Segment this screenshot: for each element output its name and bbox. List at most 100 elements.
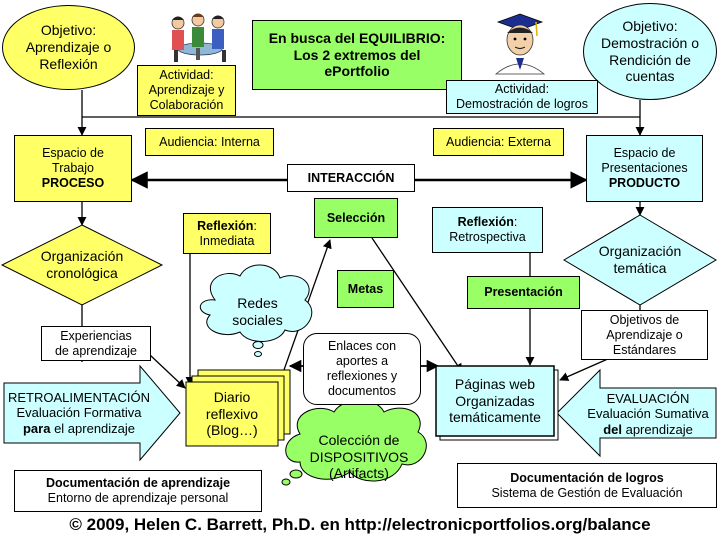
web-pages-line2: Organizadas: [455, 392, 535, 409]
experiences-line2: de aprendizaje: [54, 343, 137, 358]
left-objective-line2: Aprendizaje o: [25, 39, 112, 56]
reflection-immediate-suffix: :: [253, 218, 257, 233]
standards-to-web-pages-arrow: [559, 357, 611, 381]
feedback-line1: RETROALIMENTACIÓN: [7, 389, 151, 405]
journal-page-front: [185, 381, 279, 447]
journal-line2: reflexivo: [205, 405, 259, 422]
collection-line2: DISPOSITIVOS: [309, 448, 409, 465]
title-box: En busca del EQUILIBRIO: Los 2 extremos …: [252, 20, 462, 90]
right-objective-ellipse: Objetivo: Demostración o Rendición de cu…: [583, 3, 717, 100]
feedback-line3-rest: el aprendizaje: [50, 420, 136, 436]
copyright-footer: © 2009, Helen C. Barrett, Ph.D. en http:…: [69, 515, 651, 534]
selection-box: Selección: [314, 198, 398, 238]
right-objective-line3: Rendición de: [609, 51, 691, 68]
links-line1: Enlaces con: [327, 339, 397, 353]
reflection-retro-line1: Reflexión:: [458, 215, 518, 230]
collection-line3: (Artifacts): [329, 465, 389, 482]
feedback-line2: Evaluación Formativa: [16, 405, 142, 421]
standards-line1: Objetivos de: [609, 312, 680, 327]
evaluation-line3-bold: del: [603, 421, 622, 437]
web-pages-front-box: [435, 365, 555, 437]
chrono-org-line1: Organización: [40, 248, 124, 265]
doc-achievements-box: Documentación de logros Sistema de Gesti…: [457, 463, 717, 508]
left-activity-line3: Colaboración: [149, 98, 224, 112]
links-box: Enlaces con aportes a reflexiones y docu…: [303, 333, 421, 405]
doc-achievements-line1: Documentación de logros: [510, 470, 664, 485]
evaluation-line2: Evaluación Sumativa: [587, 406, 709, 422]
reflection-immediate-line2: Inmediata: [199, 233, 255, 248]
reflection-retro-box: Reflexión: Retrospectiva: [432, 207, 543, 253]
doc-learning-line1: Documentación de aprendizaje: [45, 476, 231, 490]
audience-external-label: Audiencia: Externa: [446, 134, 551, 149]
selection-to-web-pages-arrow: [371, 237, 463, 373]
evaluation-label: EVALUACIÓN Evaluación Sumativa del apren…: [578, 386, 718, 442]
graduate-clipart: [494, 13, 546, 75]
standards-line3: Estándares: [612, 342, 677, 357]
left-objective-line3: Reflexión: [39, 55, 98, 72]
standards-line2: Aprendizaje o: [606, 327, 683, 342]
social-networks-line2: sociales: [232, 312, 283, 328]
thematic-org-label: Organización temática: [564, 215, 716, 305]
web-pages-line3: temáticamente: [449, 409, 541, 426]
social-networks-cloud: [200, 264, 313, 357]
evaluation-line1: EVALUACIÓN: [606, 390, 690, 406]
audience-internal-box: Audiencia: Interna: [145, 128, 274, 156]
goals-box: Metas: [337, 270, 394, 308]
feedback-block-arrow: [3, 364, 181, 462]
links-line3: reflexiones y: [326, 369, 398, 383]
left-objective-ellipse: Objetivo: Aprendizaje o Reflexión: [2, 5, 135, 90]
left-activity-line2: Aprendizaje y: [148, 83, 225, 97]
web-pages-label: Páginas web Organizadas temáticamente: [436, 366, 554, 436]
chrono-org-diamond: [0, 224, 164, 306]
reflection-retro-bold: Reflexión: [457, 215, 514, 229]
evaluation-block-arrow: [556, 368, 717, 458]
title-line1: En busca del EQUILIBRIO:: [268, 29, 446, 46]
experiences-line1: Experiencias: [60, 328, 132, 343]
title-line2: Los 2 extremos del: [293, 46, 421, 63]
links-line2: aportes a: [335, 354, 389, 368]
web-pages-line1: Páginas web: [454, 375, 536, 392]
thematic-org-line1: Organización: [598, 243, 682, 260]
journal-label: Diario reflexivo (Blog…): [186, 382, 278, 446]
interaction-box: INTERACCIÓN: [287, 164, 415, 192]
reflection-retro-suffix: :: [513, 215, 518, 229]
social-networks-line1: Redes: [237, 295, 278, 312]
reflection-immediate-bold: Reflexión: [197, 218, 254, 233]
reflection-immediate-line1: Reflexión:: [197, 219, 257, 234]
collection-line1: Colección de: [318, 431, 400, 448]
journal-line3: (Blog…): [206, 422, 258, 439]
right-activity-box: Actividad: Demostración de logros: [446, 80, 598, 114]
doc-achievements-line2: Sistema de Gestión de Evaluación: [491, 485, 683, 500]
presentation-label: Presentación: [484, 285, 563, 299]
collection-cloud: [281, 399, 427, 486]
reflection-immediate-box: Reflexión: Inmediata: [183, 213, 271, 254]
experiences-box: Experiencias de aprendizaje: [41, 326, 151, 361]
feedback-line3: para el aprendizaje: [23, 421, 135, 437]
audience-external-box: Audiencia: Externa: [433, 128, 564, 156]
right-activity-line2: Demostración de logros: [455, 97, 588, 111]
social-networks-label: Redes sociales: [210, 290, 305, 334]
links-line4: documentos: [327, 384, 397, 398]
experiences-to-journal-arrow: [149, 354, 186, 389]
thematic-org-line2: temática: [613, 260, 667, 276]
evaluation-line3-rest: aprendizaje: [621, 421, 693, 437]
left-activity-line1: Actividad:: [159, 68, 214, 82]
left-objective-line1: Objetivo:: [40, 22, 97, 39]
right-activity-line1: Actividad:: [494, 82, 550, 96]
workspace-line2: Trabajo: [52, 161, 94, 175]
feedback-label: RETROALIMENTACIÓN Evaluación Formativa p…: [4, 385, 154, 441]
doc-learning-line2: Entorno de aprendizaje personal: [47, 491, 229, 505]
right-objective-line2: Demostración o: [600, 34, 700, 51]
evaluation-line3: del aprendizaje: [603, 422, 693, 438]
thematic-org-diamond: [563, 214, 717, 306]
goals-label: Metas: [347, 281, 384, 296]
audience-internal-label: Audiencia: Interna: [159, 134, 260, 149]
interaction-label: INTERACCIÓN: [307, 170, 395, 185]
title-line3: ePortfolio: [324, 63, 390, 80]
workspace-line1: Espacio de: [42, 146, 104, 160]
workspace-line3: PROCESO: [41, 176, 105, 190]
journal-line1: Diario: [213, 388, 251, 405]
standards-box: Objetivos de Aprendizaje o Estándares: [581, 310, 708, 360]
presentation-space-line2: Presentaciones: [601, 161, 688, 175]
